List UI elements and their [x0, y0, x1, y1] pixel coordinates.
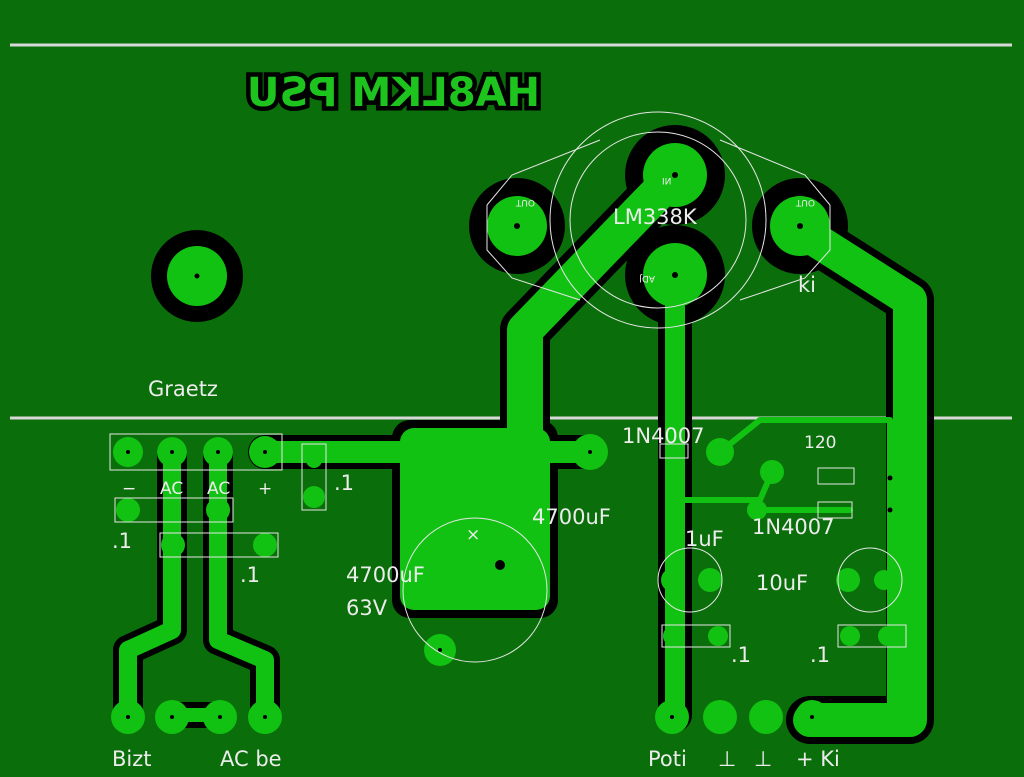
drill [126, 450, 130, 454]
diode-2-label: 1N4007 [752, 515, 835, 539]
cap-outline [159, 532, 279, 558]
poti-label: Poti [648, 747, 687, 771]
pad [116, 498, 140, 522]
cap-small-label-4: .1 [731, 643, 751, 667]
graetz-label: Graetz [148, 377, 218, 401]
cap-1uf-outline [657, 547, 723, 613]
cap-1uf-label: 1uF [685, 527, 724, 551]
drill [438, 648, 442, 652]
cap-small-label-3: .1 [240, 563, 260, 587]
drill [887, 507, 893, 513]
pad [708, 626, 728, 646]
gnd-2-label: ⊥ [754, 747, 772, 771]
drill [495, 560, 505, 570]
cap-10uf-outline [837, 547, 903, 613]
diode-outline [659, 443, 689, 459]
trace-thin-1 [717, 417, 893, 718]
regulator-pin-in-label: IN [662, 175, 671, 185]
cap-outline [661, 624, 731, 648]
regulator-pin-adj-label: ADJ [639, 273, 655, 283]
ac2-label: AC [207, 479, 230, 499]
pad [840, 626, 860, 646]
cap-10uf-label: 10uF [756, 571, 808, 595]
drill [126, 715, 130, 719]
trace-out [783, 213, 927, 737]
ac-be-label: AC be [220, 747, 282, 771]
bigcap-value-label: 4700uF [346, 563, 425, 587]
cap-outline [301, 443, 327, 511]
drill [170, 450, 174, 454]
drill [672, 272, 678, 278]
pad [206, 498, 230, 522]
copper-pour [400, 428, 550, 610]
resistor-label: 120 [804, 433, 836, 453]
regulator-part-label: LM338K [613, 205, 698, 229]
regulator-pin-out-left-label: OUT [515, 197, 535, 207]
regulator-outline-inner [569, 131, 747, 309]
pad [747, 500, 767, 520]
pad [878, 626, 898, 646]
drill [588, 450, 592, 454]
drill [887, 475, 893, 481]
pad-gnd-2 [749, 700, 783, 734]
resistor-outline [817, 467, 855, 485]
bizt-label: Bizt [112, 747, 152, 771]
pad [874, 570, 894, 590]
drill [216, 450, 220, 454]
ac1-label: AC [160, 479, 183, 499]
pad [306, 452, 322, 468]
ki-top-label: ki [798, 273, 816, 297]
drill [218, 715, 222, 719]
bigcap-voltage-label: 63V [346, 596, 388, 620]
drill [514, 223, 520, 229]
silkscreen [109, 111, 907, 663]
labels: LM338K IN OUT OUT ADJ Graetz ki − AC AC … [112, 175, 840, 771]
cap-outline [114, 497, 234, 523]
cap-plus-mark: × [466, 525, 480, 545]
regulator-pin-out-right-label: OUT [795, 197, 815, 207]
drill [810, 715, 814, 719]
drill [672, 172, 678, 178]
plus-ki-label: + Ki [796, 747, 840, 771]
regulator-flange [486, 139, 831, 301]
regulator-outline-outer [549, 111, 767, 329]
pad [161, 533, 185, 557]
cap-small-label-1: .1 [334, 471, 354, 495]
pads [111, 143, 898, 734]
drill [263, 715, 267, 719]
drill [194, 273, 200, 279]
cap-4700-right-label: 4700uF [532, 505, 611, 529]
minus-label: − [122, 479, 136, 499]
pad [760, 460, 784, 484]
pad [661, 568, 685, 592]
pad [836, 568, 860, 592]
trace-left2 [209, 443, 274, 724]
plus-label: + [258, 479, 272, 499]
trace-in [507, 157, 693, 448]
diode-outline [817, 501, 853, 519]
board-title: HA8LKM PSU [247, 70, 540, 116]
cap-small-label-2: .1 [112, 529, 132, 553]
cap-outline [837, 624, 907, 648]
pad [663, 626, 683, 646]
bigcap-outline [402, 517, 548, 663]
drill [670, 715, 674, 719]
pad [698, 568, 722, 592]
pad [303, 486, 325, 508]
cap-small-label-5: .1 [810, 643, 830, 667]
diode-1-label: 1N4007 [622, 424, 705, 448]
pad-gnd-1 [703, 700, 737, 734]
pad [253, 533, 277, 557]
drill [170, 715, 174, 719]
gnd-1-label: ⊥ [718, 747, 736, 771]
pad [706, 438, 734, 466]
drill [263, 450, 267, 454]
graetz-outline [109, 433, 283, 471]
drill [797, 223, 803, 229]
